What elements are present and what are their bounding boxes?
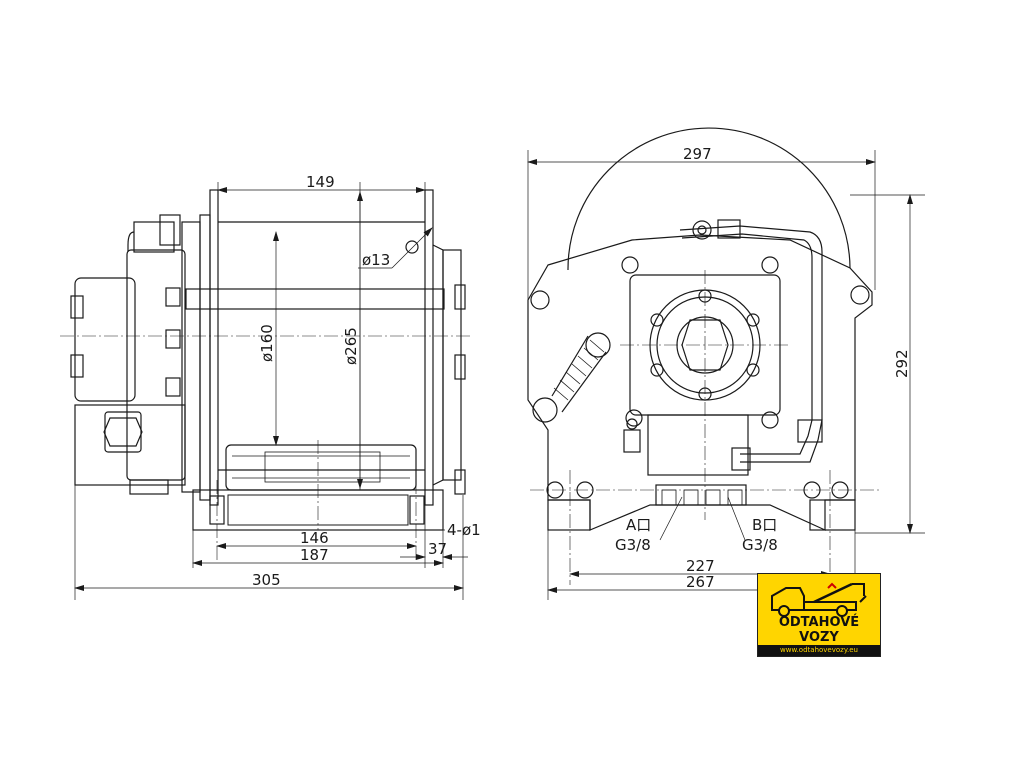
dim-267: 267	[686, 573, 715, 591]
dim-dia-160: ø160	[258, 324, 276, 362]
port-a-label: A口	[626, 516, 651, 534]
odtahove-vozy-logo: ODTAHOVÉ VOZY www.odtahovevozy.eu	[757, 573, 881, 657]
dim-4-dia-1: 4-ø1	[447, 521, 481, 539]
logo-line-1: ODTAHOVÉ	[778, 615, 860, 630]
side-view: 149 ø160 ø265 ø13 146 187 37 4-ø1 305	[60, 173, 481, 600]
dim-187: 187	[300, 546, 329, 564]
dim-297: 297	[683, 145, 712, 163]
dim-37: 37	[428, 540, 447, 558]
dim-146: 146	[300, 529, 329, 547]
dim-149: 149	[306, 173, 335, 191]
dim-292: 292	[893, 349, 911, 378]
dim-227: 227	[686, 557, 715, 575]
logo-website: www.odtahovevozy.eu	[758, 645, 880, 656]
tow-truck-icon	[771, 582, 867, 617]
dim-dia-13: ø13	[362, 251, 390, 269]
dim-dia-265: ø265	[342, 327, 360, 365]
front-view: A口 G3/8 B口 G3/8 297 292 227 267	[527, 127, 925, 600]
spring	[532, 332, 611, 423]
logo-line-2: VOZY	[799, 630, 839, 645]
dim-305: 305	[252, 571, 281, 589]
port-a-thread: G3/8	[615, 536, 651, 554]
port-b-thread: G3/8	[742, 536, 778, 554]
port-b-label: B口	[752, 516, 777, 534]
